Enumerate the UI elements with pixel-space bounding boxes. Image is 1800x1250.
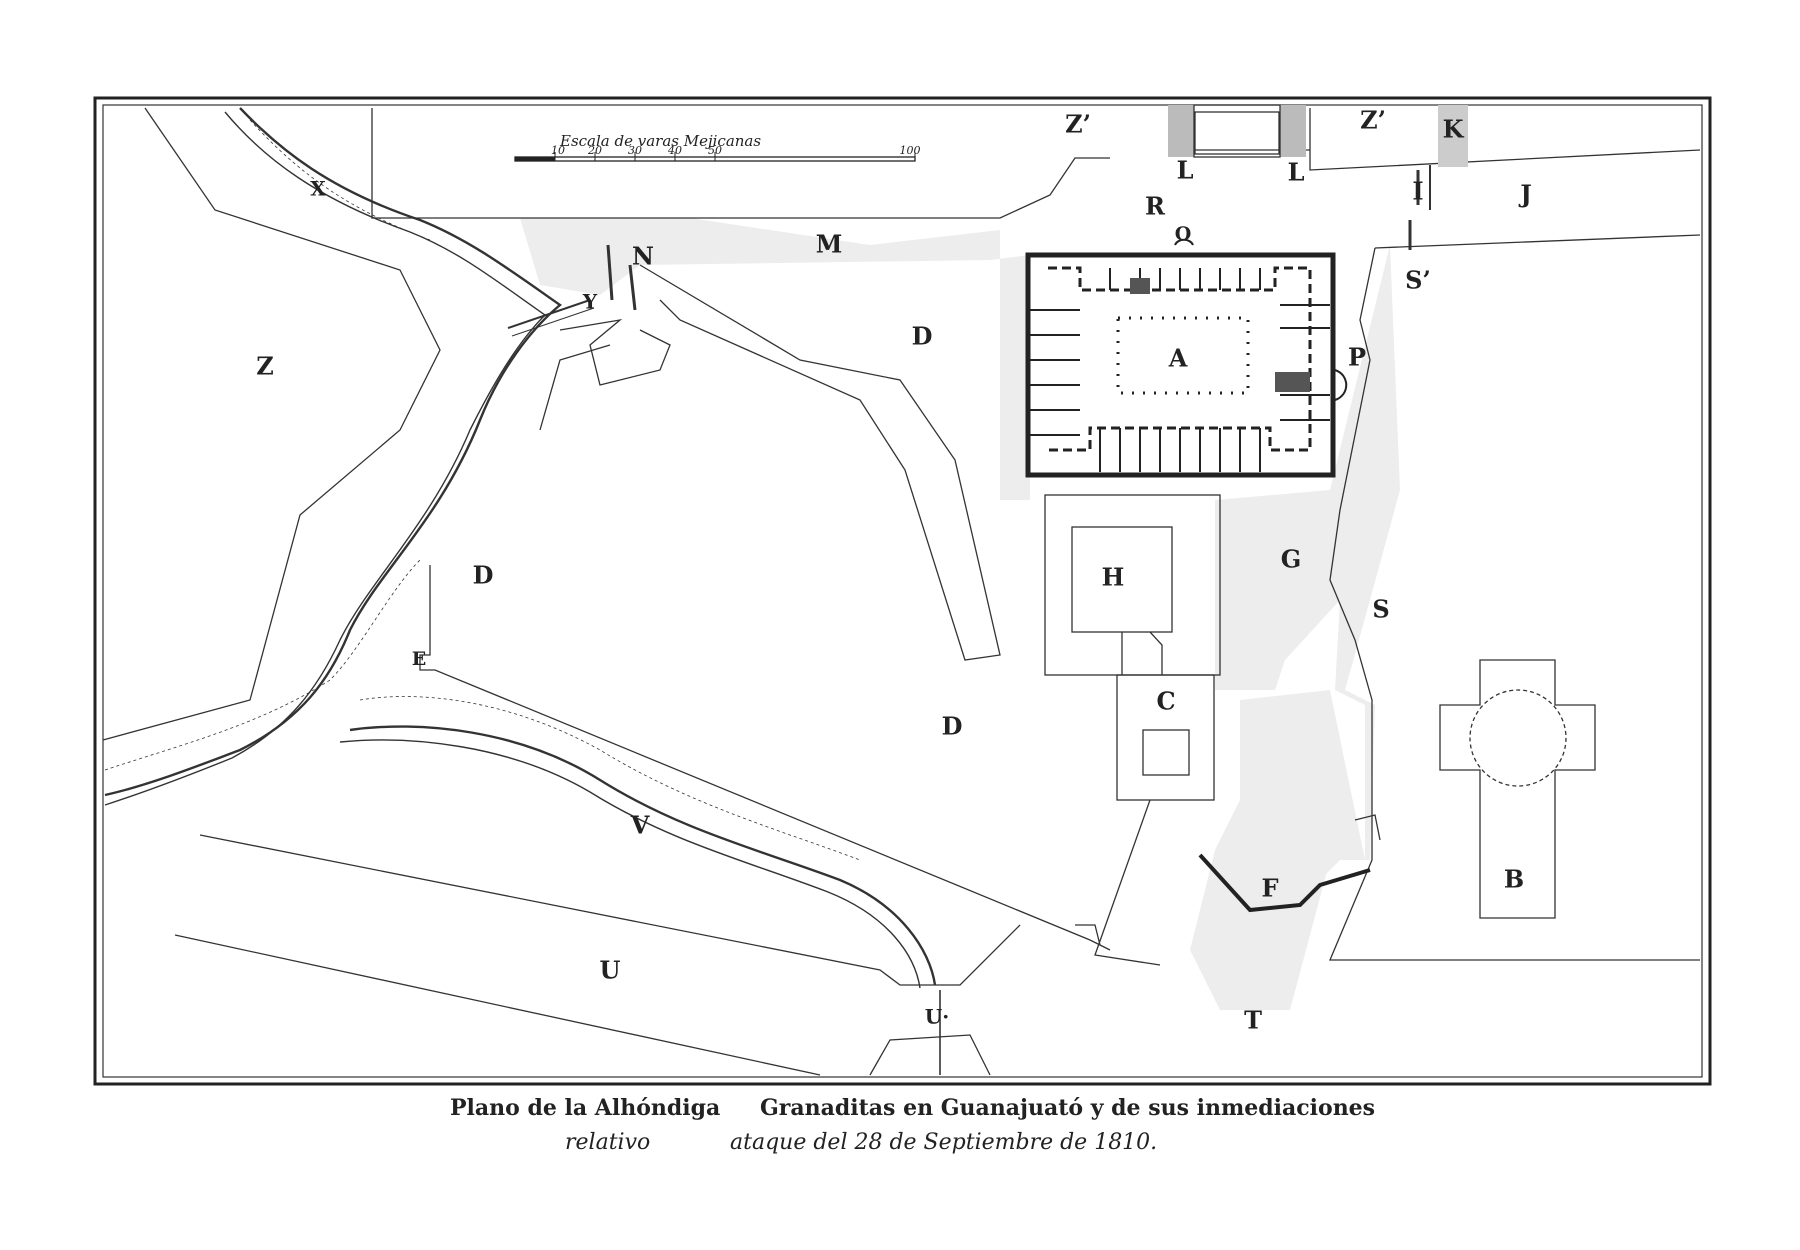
- label-f: F: [1261, 874, 1278, 903]
- label-p: P: [1348, 343, 1366, 372]
- label-z: Z: [256, 352, 274, 381]
- block-outlines: [102, 107, 1701, 1076]
- frame-inner: [102, 104, 1703, 1078]
- label-o: O: [1175, 223, 1192, 245]
- label-t: T: [1244, 1006, 1262, 1035]
- scale-bar: Escala de varas Mejicanas 10 20 30 40 50…: [514, 132, 921, 162]
- label-z-prime: Z’: [1360, 106, 1386, 135]
- bridges: [507, 244, 637, 337]
- scale-title: Escala de varas Mejicanas: [559, 132, 761, 150]
- label-l: L: [1177, 156, 1194, 185]
- scale-bar-ticks: [554, 152, 916, 161]
- label-y: Y: [582, 290, 598, 314]
- label-d: D: [473, 561, 494, 590]
- building-c: [1116, 674, 1215, 801]
- caption-title-part2: Granaditas en Guanajuató y de sus inmedi…: [760, 1095, 1376, 1121]
- frame-outer: [93, 96, 1712, 1086]
- label-c: C: [1156, 687, 1175, 716]
- hatched-slopes: [520, 218, 1400, 1010]
- scale-tick: 50: [708, 144, 722, 157]
- label-u: U·: [925, 1005, 949, 1029]
- label-z-prime: Z’: [1065, 110, 1091, 139]
- buildings-top: [1168, 104, 1468, 250]
- label-u: U: [600, 956, 621, 985]
- bastion-line: [1198, 853, 1371, 913]
- label-n: N: [632, 242, 654, 271]
- label-e: E: [412, 648, 426, 670]
- label-v: V: [630, 811, 650, 840]
- label-d: D: [912, 322, 933, 351]
- scale-tick: 10: [551, 144, 565, 157]
- label-j: J: [1518, 180, 1531, 209]
- label-l: L: [1288, 158, 1305, 187]
- label-i: I: [1412, 177, 1423, 206]
- label-x: X: [310, 177, 326, 201]
- label-b: B: [1504, 865, 1524, 894]
- scale-tick: 30: [628, 144, 642, 157]
- scale-tick: 100: [900, 144, 921, 157]
- label-s-prime: S’: [1405, 266, 1431, 295]
- building-h: [1044, 494, 1221, 676]
- label-k: K: [1443, 115, 1465, 144]
- building-b: [1439, 659, 1596, 919]
- caption-title-part1: Plano de la Alhóndiga: [450, 1095, 721, 1121]
- alhondiga-building: [1025, 238, 1348, 478]
- map-labels: A B C D D D E F G H I J K L L M N O P R …: [256, 106, 1531, 1035]
- label-h: H: [1102, 563, 1125, 592]
- label-a: A: [1168, 344, 1188, 373]
- scale-tick: 40: [667, 144, 682, 157]
- caption-subtitle-part1: relativo: [565, 1130, 651, 1155]
- label-g: G: [1281, 545, 1302, 574]
- label-r: R: [1145, 192, 1166, 221]
- label-s: S: [1372, 595, 1389, 624]
- label-d: D: [942, 712, 963, 741]
- caption-subtitle-part2: ataque del 28 de Septiembre de 1810.: [730, 1130, 1158, 1155]
- scale-bar-filled: [515, 157, 555, 161]
- scale-tick: 20: [587, 144, 602, 157]
- label-m: M: [816, 230, 843, 259]
